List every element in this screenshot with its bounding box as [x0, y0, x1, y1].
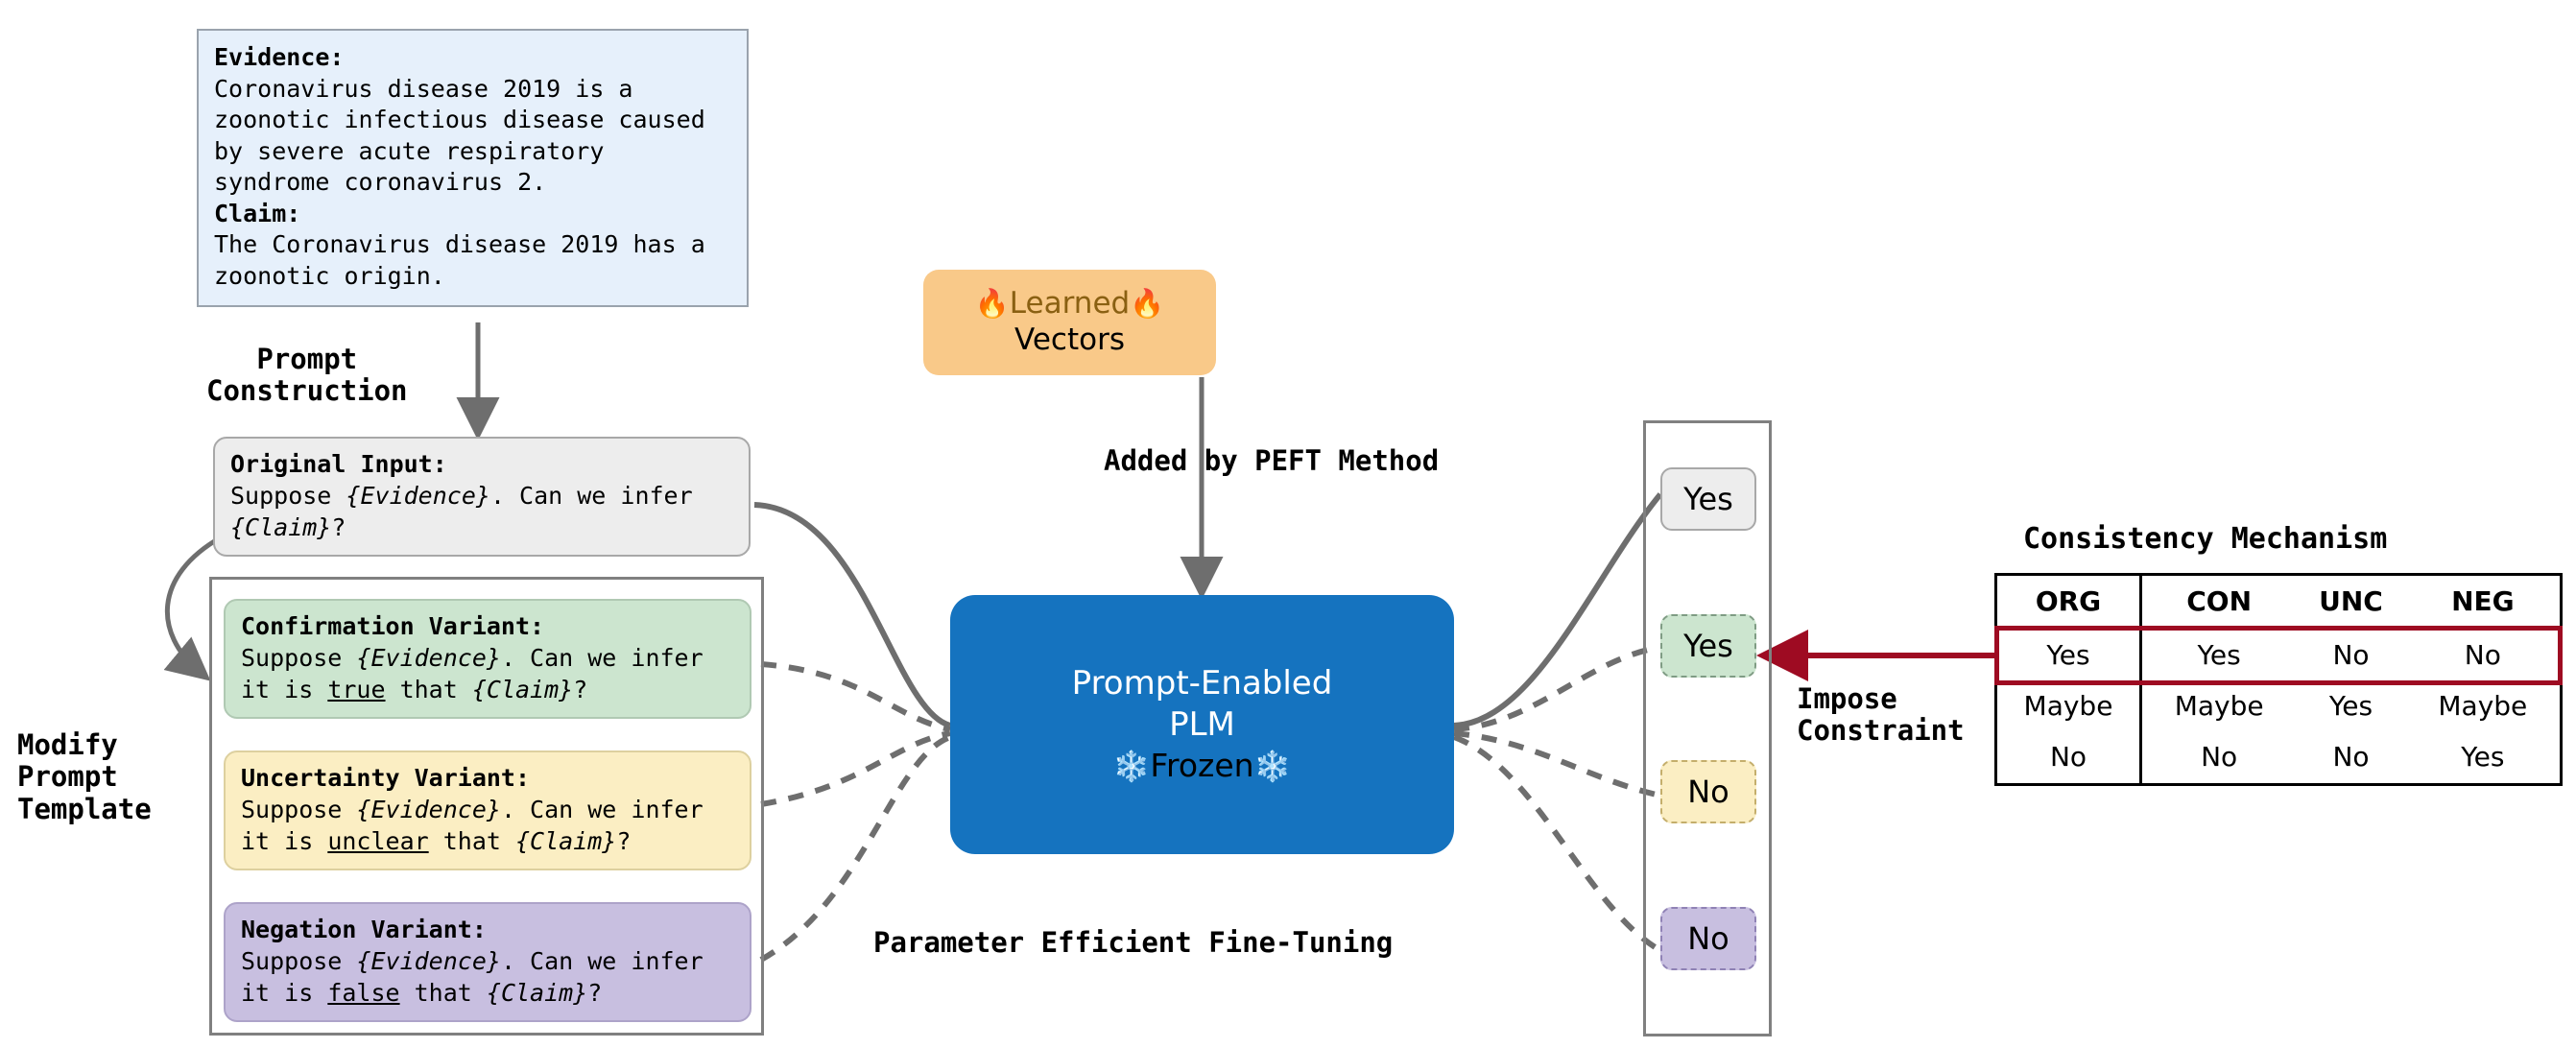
table-cell: No — [2296, 732, 2406, 786]
uncertainty-keyword: unclear — [327, 827, 429, 855]
evidence-slot: {Evidence} — [356, 644, 501, 672]
plm-line2: PLM — [1169, 704, 1235, 744]
table-cell: No — [2405, 629, 2563, 681]
original-input-card: Original Input: Suppose {Evidence}. Can … — [213, 437, 751, 557]
output-chip-org: Yes — [1660, 467, 1756, 531]
table-header-row: ORG CON UNC NEG — [1994, 574, 2563, 630]
plm-line1: Prompt-Enabled — [1071, 664, 1333, 703]
wire-original-to-plm — [753, 502, 952, 728]
table-cell: Maybe — [1994, 681, 2142, 732]
claim-slot: {Claim} — [230, 513, 332, 541]
output-column-frame — [1643, 420, 1772, 1036]
table-header-neg: NEG — [2405, 574, 2563, 630]
evidence-claim-box: Evidence: Coronavirus disease 2019 is a … — [197, 29, 749, 307]
table-cell: Yes — [1994, 629, 2142, 681]
table-cell: No — [2332, 639, 2370, 671]
table-cell: No — [2140, 732, 2297, 786]
fire-icon: 🔥 — [974, 287, 1010, 321]
negation-variant-body: Suppose {Evidence}. Can we infer it is f… — [241, 947, 704, 1007]
wire-uncertainty-to-plm — [760, 730, 951, 807]
uncertainty-variant-body: Suppose {Evidence}. Can we infer it is u… — [241, 796, 704, 855]
wire-confirmation-to-plm — [760, 661, 951, 732]
table-row: Maybe Maybe Yes Maybe — [1994, 681, 2563, 732]
negation-keyword: false — [327, 979, 400, 1007]
fire-icon: 🔥 — [1130, 287, 1165, 321]
table-header-org: ORG — [1994, 574, 2142, 630]
table-header-unc: UNC — [2319, 585, 2383, 617]
original-input-body: Suppose {Evidence}. Can we infer {Claim}… — [230, 482, 693, 541]
claim-label: Claim: — [214, 199, 301, 227]
learned-vectors-line2: Vectors — [1014, 322, 1125, 357]
output-chip-con: Yes — [1660, 614, 1756, 678]
snowflake-icon: ❄️ — [1112, 749, 1151, 784]
uncertainty-variant-title: Uncertainty Variant: — [241, 764, 531, 792]
label-parameter-efficient-fine-tuning: Parameter Efficient Fine-Tuning — [873, 926, 1394, 959]
variants-frame — [209, 577, 764, 1036]
wire-plm-to-output-unc — [1453, 730, 1658, 798]
table-cell: Yes — [2405, 732, 2563, 786]
claim-slot: {Claim} — [514, 827, 617, 855]
claim-text: The Coronavirus disease 2019 has a zoono… — [214, 230, 705, 290]
table-cell: Maybe — [2405, 681, 2563, 732]
confirmation-variant-card: Confirmation Variant: Suppose {Evidence}… — [224, 599, 751, 719]
wire-plm-to-output-neg — [1452, 734, 1658, 951]
table-cell: Maybe — [2174, 690, 2264, 722]
confirmation-variant-body: Suppose {Evidence}. Can we infer it is t… — [241, 644, 704, 703]
learned-vectors-box: 🔥Learned🔥 Vectors — [923, 270, 1216, 375]
evidence-slot: {Evidence} — [346, 482, 490, 510]
evidence-slot: {Evidence} — [356, 947, 501, 975]
original-input-title: Original Input: — [230, 450, 447, 478]
evidence-label: Evidence: — [214, 43, 345, 71]
plm-frozen-line: ❄️Frozen❄️ — [1113, 746, 1291, 786]
confirmation-variant-title: Confirmation Variant: — [241, 612, 545, 640]
confirmation-keyword: true — [327, 676, 386, 703]
wire-plm-to-output-con — [1453, 645, 1658, 732]
table-cell: Yes — [2197, 639, 2241, 671]
frozen-label: Frozen — [1150, 746, 1254, 784]
prompt-enabled-plm-box: Prompt-Enabled PLM ❄️Frozen❄️ — [950, 595, 1454, 854]
table-row: Yes Yes No No — [1994, 629, 2563, 681]
negation-variant-title: Negation Variant: — [241, 916, 487, 943]
learned-label: Learned — [1009, 286, 1131, 322]
table-cell: Yes — [2328, 690, 2373, 722]
consistency-mechanism-title: Consistency Mechanism — [2023, 522, 2388, 556]
claim-slot: {Claim} — [486, 979, 588, 1007]
label-added-by-peft-method: Added by PEFT Method — [1104, 444, 1440, 477]
table-row: No No No Yes — [1994, 732, 2563, 786]
evidence-text: Coronavirus disease 2019 is a zoonotic i… — [214, 74, 705, 197]
table-cell: No — [1994, 732, 2142, 786]
evidence-slot: {Evidence} — [356, 796, 501, 823]
wire-plm-to-output-org — [1453, 492, 1663, 728]
negation-variant-card: Negation Variant: Suppose {Evidence}. Ca… — [224, 902, 751, 1022]
consistency-mechanism-table: ORG CON UNC NEG Yes Yes No No Maybe Mayb… — [1994, 573, 2563, 786]
output-chip-neg: No — [1660, 907, 1756, 970]
output-chip-unc: No — [1660, 760, 1756, 823]
uncertainty-variant-card: Uncertainty Variant: Suppose {Evidence}.… — [224, 750, 751, 870]
learned-vectors-line1: 🔥Learned🔥 — [975, 286, 1165, 322]
claim-slot: {Claim} — [471, 676, 574, 703]
snowflake-icon: ❄️ — [1253, 749, 1292, 784]
table-header-con: CON — [2186, 585, 2253, 617]
